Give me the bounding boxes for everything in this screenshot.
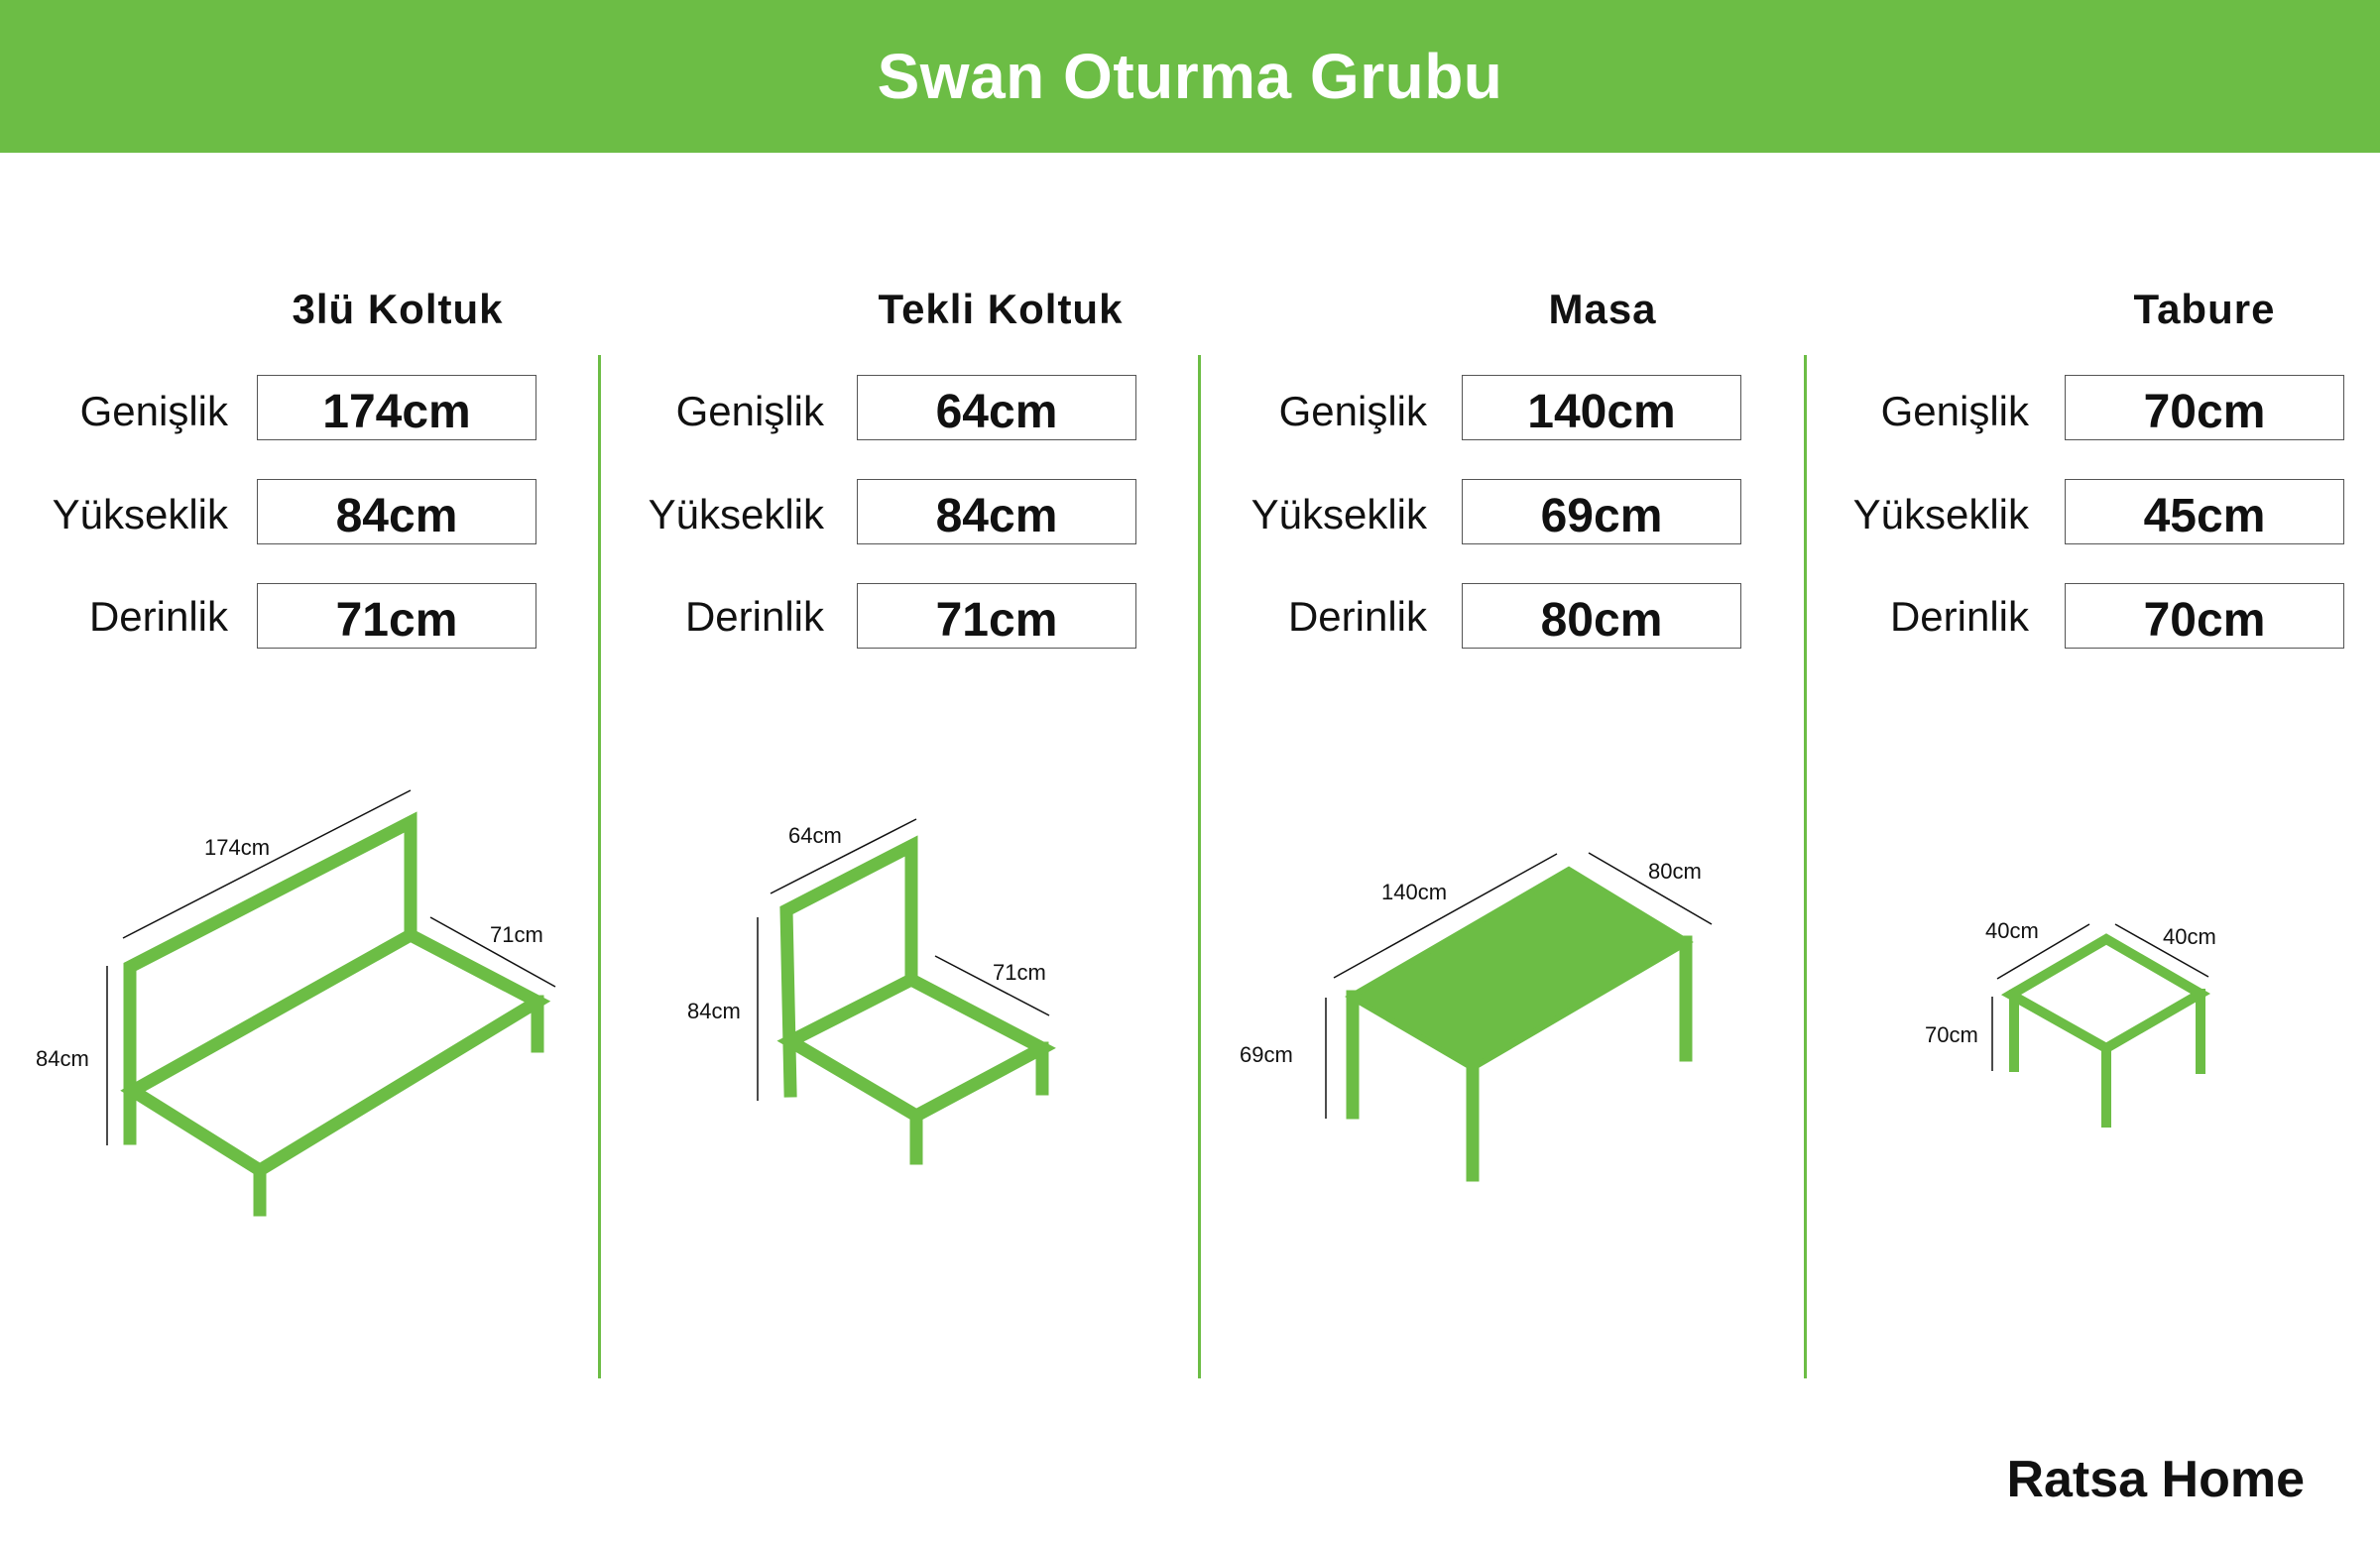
spec-label: Yükseklik (648, 491, 824, 537)
dimension-lines (1991, 923, 2209, 1071)
spec-value: 69cm (1462, 479, 1741, 544)
dimension-lines (757, 818, 1050, 1101)
brand-logo-text: Ratsa Home (2006, 1451, 2305, 1508)
dimension-label-height: 84cm (687, 999, 741, 1023)
spec-label: Yükseklik (1250, 491, 1427, 537)
spec-value: 71cm (857, 583, 1136, 649)
table-icon (1345, 866, 1694, 1182)
page-title: Swan Oturma Grubu (877, 41, 1503, 112)
spec-label: Genişlik (1278, 388, 1427, 434)
spec-value: 84cm (257, 479, 536, 544)
spec-label: Genişlik (79, 388, 228, 434)
dimension-lines (106, 789, 556, 1145)
dimension-label-depth: 71cm (490, 922, 543, 947)
spec-value: 70cm (2065, 375, 2344, 440)
column-divider (1804, 355, 1807, 1378)
column-divider (1198, 355, 1201, 1378)
dimension-lines (1325, 852, 1713, 1119)
dimension-label-width: 140cm (1381, 880, 1447, 904)
dimension-label-height: 69cm (1240, 1042, 1293, 1067)
spec-value: 174cm (257, 375, 536, 440)
dimension-label-width: 40cm (1985, 918, 2039, 943)
armchair-icon (776, 835, 1056, 1165)
spec-value: 71cm (257, 583, 536, 649)
spec-label: Derinlik (1287, 593, 1427, 640)
spec-label: Genişlik (1880, 388, 2029, 434)
spec-value: 80cm (1462, 583, 1741, 649)
product-title: Tekli Koltuk (878, 286, 1124, 332)
spec-label: Genişlik (675, 388, 824, 434)
dimension-label-width: 64cm (788, 823, 842, 848)
spec-value: 140cm (1462, 375, 1741, 440)
product-title: 3lü Koltuk (292, 286, 504, 332)
column-divider (598, 355, 601, 1378)
dimension-label-height: 70cm (1925, 1022, 1978, 1047)
spec-value: 70cm (2065, 583, 2344, 649)
spec-label: Derinlik (684, 593, 824, 640)
spec-label: Derinlik (88, 593, 228, 640)
product-title: Tabure (2133, 286, 2276, 332)
spec-value: 45cm (2065, 479, 2344, 544)
product-title: Masa (1548, 286, 1657, 332)
spec-label: Derinlik (1889, 593, 2029, 640)
stool-icon (2000, 933, 2210, 1128)
header-bar: Swan Oturma Grubu (0, 0, 2380, 153)
spec-label: Yükseklik (52, 491, 228, 537)
spec-label: Yükseklik (1852, 491, 2029, 537)
spec-value: 64cm (857, 375, 1136, 440)
dimension-label-width: 174cm (204, 835, 270, 860)
dimension-label-depth: 40cm (2163, 924, 2216, 949)
spec-value: 84cm (857, 479, 1136, 544)
dimension-label-height: 84cm (36, 1046, 89, 1071)
dimension-label-depth: 80cm (1648, 859, 1702, 884)
dimension-label-depth: 71cm (993, 960, 1046, 985)
sofa-3-seat-icon (120, 811, 551, 1217)
